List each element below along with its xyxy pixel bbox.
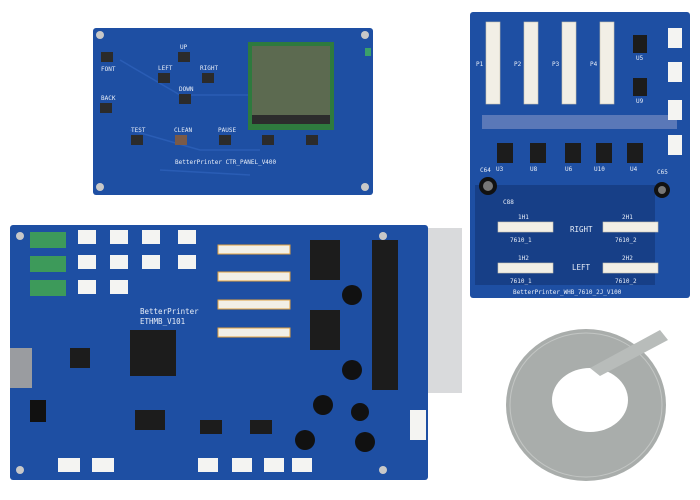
label-u8: U8 xyxy=(530,166,538,173)
label-right: RIGHT xyxy=(570,225,593,234)
label-c65: C65 xyxy=(657,169,668,176)
label-clean: CLEAN xyxy=(174,127,192,134)
label-u9: U9 xyxy=(636,98,644,105)
head-connectors xyxy=(497,221,659,274)
label-2h2: 2H2 xyxy=(622,255,633,262)
label-test: TEST xyxy=(131,127,146,134)
label-pause: PAUSE xyxy=(218,127,236,134)
label-left: LEFT xyxy=(572,263,591,272)
pcb-connectors-p xyxy=(485,21,615,105)
label-left: LEFT xyxy=(158,65,173,72)
label-2h1: 2H1 xyxy=(622,214,633,221)
label-u6: U6 xyxy=(565,166,573,173)
ethernet-port xyxy=(10,348,32,388)
label-7610-1-top: 7610_1 xyxy=(510,237,532,244)
label-7610-2-bottom: 7610_2 xyxy=(615,278,637,285)
ribbon-cable-coil xyxy=(506,329,668,481)
label-font: FONT xyxy=(101,66,116,73)
main-board-brand-label: BetterPrinter xyxy=(140,307,199,316)
label-1h2: 1H2 xyxy=(518,255,529,262)
label-back: BACK xyxy=(101,95,116,102)
label-u4: U4 xyxy=(630,166,638,173)
label-p1: P1 xyxy=(476,61,484,68)
label-right: RIGHT xyxy=(200,65,218,72)
label-p3: P3 xyxy=(552,61,560,68)
fpga-chip xyxy=(130,330,176,376)
head-cable-connectors xyxy=(217,244,291,338)
label-u5: U5 xyxy=(636,55,644,62)
label-7610-2-top: 7610_2 xyxy=(615,237,637,244)
main-board: BetterPrinter ETHMB_V101 xyxy=(10,225,462,480)
head-board-model-label: BetterPrinter_WHB_7610_2J_V100 xyxy=(513,289,622,296)
label-p2: P2 xyxy=(514,61,522,68)
label-1h1: 1H1 xyxy=(518,214,529,221)
label-u3: U3 xyxy=(496,166,504,173)
control-panel-board: FONT UP LEFT RIGHT DOWN BACK TEST CLEAN … xyxy=(93,28,373,195)
label-p4: P4 xyxy=(590,61,598,68)
label-u10: U10 xyxy=(594,166,605,173)
terminal-blocks xyxy=(30,232,66,296)
panel-buttons xyxy=(100,52,318,145)
label-up: UP xyxy=(180,44,188,51)
panel-model-label: BetterPrinter CTR_PANEL_V400 xyxy=(175,159,277,166)
label-c64: C64 xyxy=(480,167,491,174)
lcd-screen xyxy=(252,46,330,118)
main-board-model-label: ETHMB_V101 xyxy=(140,317,185,326)
label-7610-1-bottom: 7610_1 xyxy=(510,278,532,285)
label-down: DOWN xyxy=(179,86,194,93)
label-c88: C88 xyxy=(503,199,514,206)
head-board: P1 P2 P3 P4 U5 U9 U3 U6 U8 U10 U4 C64 C6… xyxy=(470,12,690,298)
